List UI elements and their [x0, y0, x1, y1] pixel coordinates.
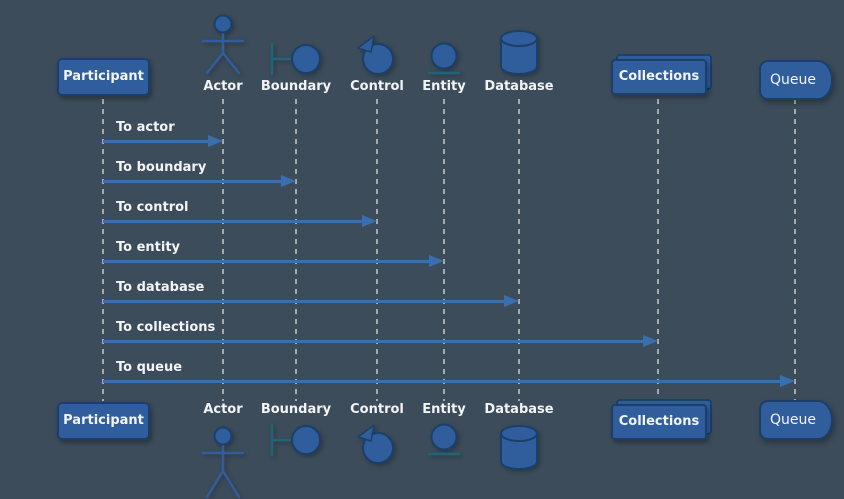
control-icon [357, 424, 394, 464]
message-arrowhead [429, 255, 444, 267]
control-node-bottom: Control [317, 402, 437, 465]
actor-node-bottom: Actor [163, 402, 283, 499]
database-node-top: Database [459, 0, 579, 95]
message-arrowhead [780, 375, 795, 387]
database-node-bottom: Database [459, 402, 579, 471]
participant-lifeline [102, 99, 104, 401]
control-lifeline [376, 99, 378, 401]
collections-label: Collections [618, 414, 700, 429]
boundary-icon [270, 42, 321, 76]
boundary-node-top: Boundary [236, 0, 356, 95]
entity-label: Entity [422, 79, 466, 94]
message-label: To collections [116, 320, 216, 335]
message-label: To actor [116, 120, 175, 135]
database-icon [500, 30, 538, 75]
message-line [103, 300, 506, 303]
entity-lifeline [443, 99, 445, 401]
control-icon [357, 35, 394, 75]
queue-label: Queue [770, 412, 816, 428]
message-arrowhead [362, 215, 377, 227]
message-line [103, 220, 364, 223]
actor-node-top: Actor [163, 0, 283, 95]
message-arrowhead [643, 335, 658, 347]
actor-icon [201, 426, 245, 499]
queue-node-top: Queue [758, 59, 834, 101]
boundary-label: Boundary [260, 79, 332, 94]
message-line [103, 180, 283, 183]
collections-front-layer: Collections [611, 404, 707, 440]
entity-node-bottom: Entity [384, 402, 504, 457]
collections-front-layer: Collections [611, 59, 707, 95]
control-label: Control [350, 79, 404, 94]
actor-label: Actor [203, 79, 243, 94]
collections-lifeline [657, 99, 659, 401]
message-arrowhead [281, 175, 296, 187]
message-label: To control [116, 200, 189, 215]
message-line [103, 140, 210, 143]
message-label: To boundary [116, 160, 207, 175]
message-label: To entity [116, 240, 181, 255]
database-label: Database [484, 79, 554, 94]
entity-node-top: Entity [384, 0, 504, 95]
collections-node-bottom: Collections [611, 399, 712, 440]
entity-icon [427, 42, 461, 75]
database-lifeline [518, 99, 520, 401]
message-label: To queue [116, 360, 183, 375]
message-arrowhead [504, 295, 519, 307]
message-label: To database [116, 280, 205, 295]
participant-node-bottom: Participant [57, 402, 150, 440]
message-line [103, 380, 782, 383]
actor-icon [201, 14, 245, 75]
actor-lifeline [222, 99, 224, 401]
collections-label: Collections [618, 69, 700, 84]
queue-shape-icon [759, 60, 833, 100]
control-label: Control [350, 402, 404, 417]
message-arrowhead [208, 135, 223, 147]
participant-label: Participant [63, 413, 144, 428]
control-node-top: Control [317, 0, 437, 95]
boundary-label: Boundary [260, 402, 332, 417]
boundary-icon [270, 423, 321, 457]
boundary-node-bottom: Boundary [236, 402, 356, 457]
participant-label: Participant [63, 69, 144, 84]
actor-label: Actor [203, 402, 243, 417]
message-line [103, 260, 431, 263]
entity-icon [427, 423, 461, 456]
collections-node-top: Collections [611, 54, 712, 95]
entity-label: Entity [422, 402, 466, 417]
queue-node-bottom: Queue [758, 399, 834, 441]
database-label: Database [484, 402, 554, 417]
queue-shape-icon [759, 400, 833, 440]
database-icon [500, 425, 538, 470]
participant-node-top: Participant [57, 58, 150, 96]
boundary-lifeline [295, 99, 297, 401]
queue-lifeline [794, 99, 796, 401]
message-line [103, 340, 645, 343]
queue-label: Queue [770, 72, 816, 88]
